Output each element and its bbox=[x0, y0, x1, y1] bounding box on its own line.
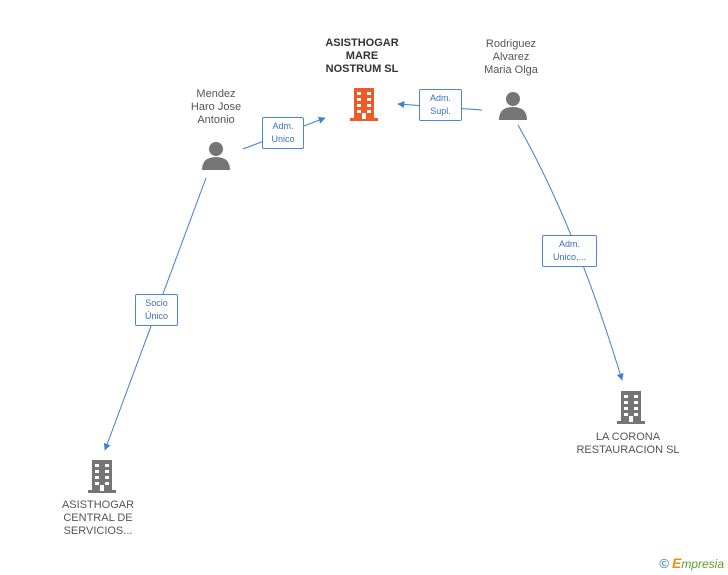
edge-label-adm-unico[interactable]: Adm. Unico bbox=[262, 117, 304, 149]
building-icon[interactable] bbox=[347, 86, 381, 122]
building-icon[interactable] bbox=[85, 458, 119, 494]
building-icon[interactable] bbox=[614, 389, 648, 425]
person-label-mendez[interactable]: Mendez Haro Jose Antonio bbox=[190, 88, 242, 126]
person-icon[interactable] bbox=[497, 90, 529, 122]
person-icon[interactable] bbox=[200, 140, 232, 172]
company-label-asisthogar-central[interactable]: ASISTHOGAR CENTRAL DE SERVICIOS... bbox=[61, 499, 135, 537]
person-label-rodriguez[interactable]: Rodriguez Alvarez Maria Olga bbox=[484, 38, 538, 76]
company-label-asisthogar-mare[interactable]: ASISTHOGAR MARE NOSTRUM SL bbox=[325, 37, 399, 75]
company-label-la-corona[interactable]: LA CORONA RESTAURACION SL bbox=[576, 431, 680, 456]
edge-label-socio-unico[interactable]: Socio Único bbox=[135, 294, 178, 326]
empresia-logo: ©Empresia bbox=[659, 555, 724, 571]
edge-label-adm-unico-multi[interactable]: Adm. Unico,... bbox=[542, 235, 597, 267]
edge-label-adm-supl[interactable]: Adm. Supl. bbox=[419, 89, 462, 121]
